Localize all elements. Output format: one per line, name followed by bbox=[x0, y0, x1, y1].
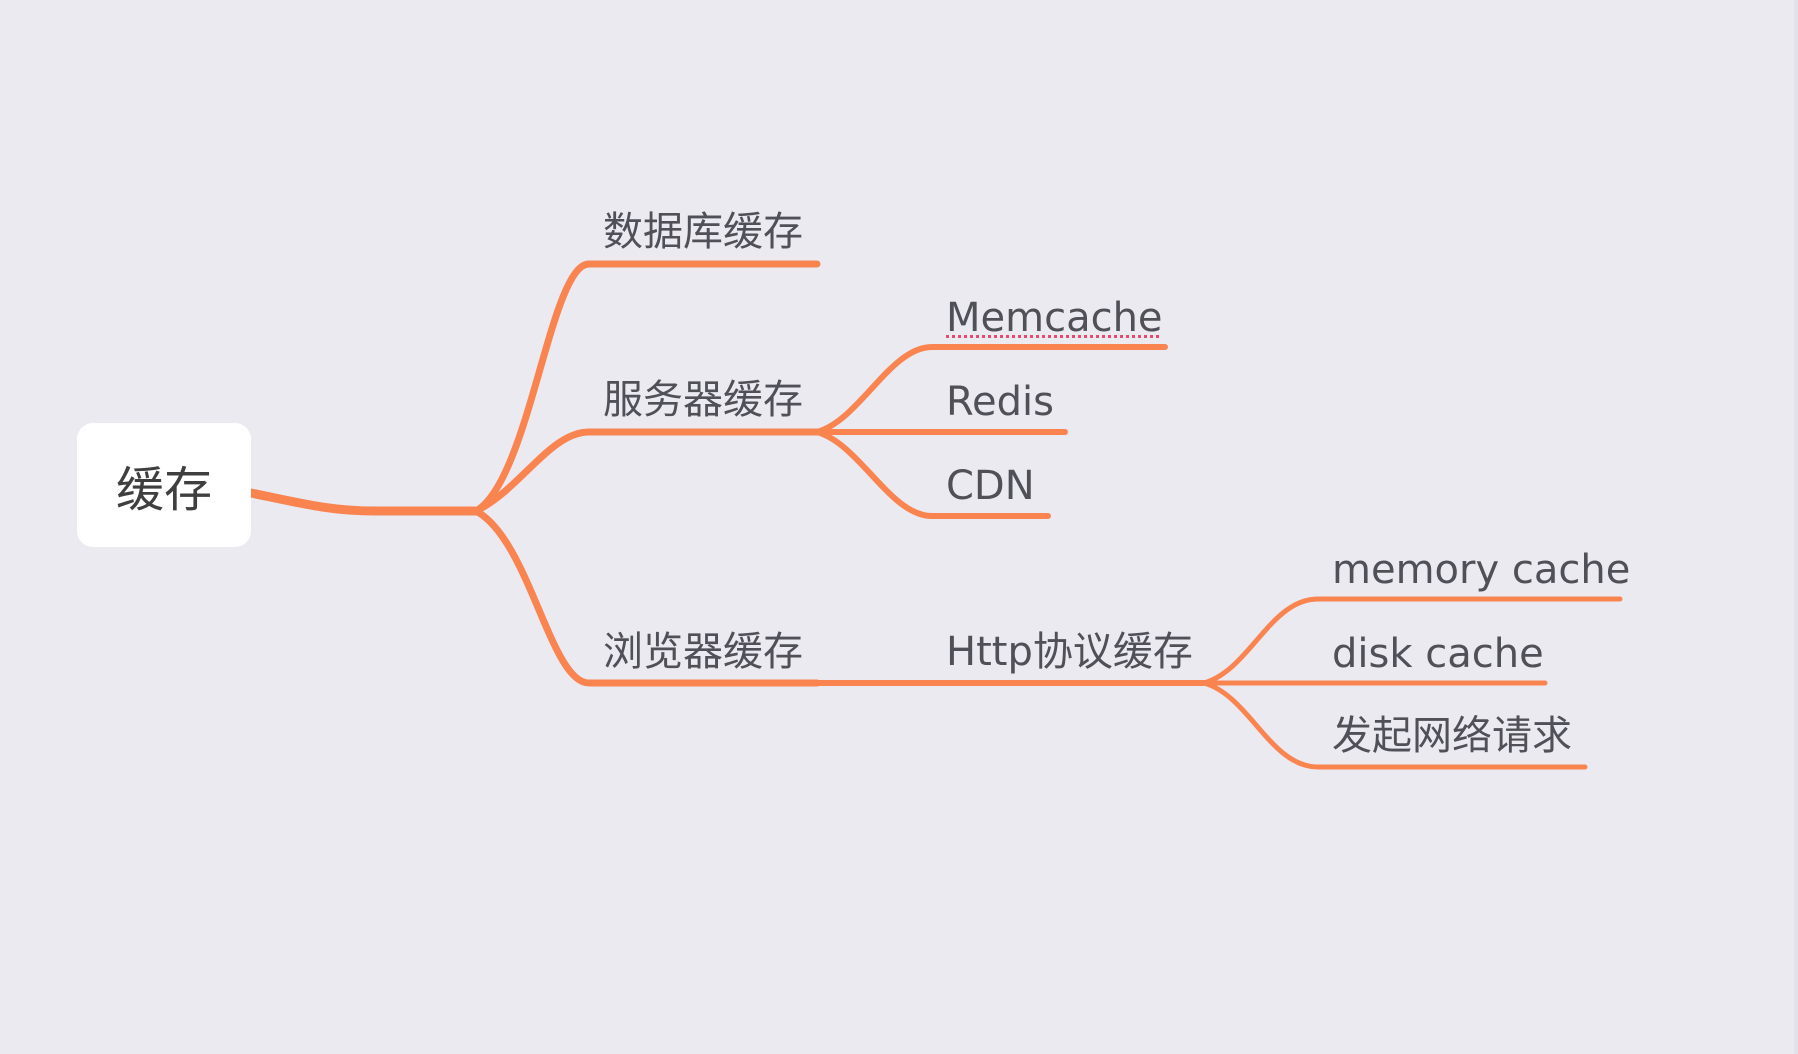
node-memory-cache[interactable]: memory cache bbox=[1332, 547, 1631, 593]
node-cdn[interactable]: CDN bbox=[946, 463, 1035, 509]
connector-network bbox=[1201, 680, 1588, 770]
node-browser-cache[interactable]: 浏览器缓存 bbox=[603, 629, 803, 675]
node-server-cache[interactable]: 服务器缓存 bbox=[603, 377, 803, 423]
connector-memcache bbox=[814, 344, 1168, 435]
connector-db bbox=[472, 260, 821, 515]
connector-root bbox=[246, 488, 481, 516]
connector-memory bbox=[1201, 596, 1623, 686]
connector-server bbox=[472, 428, 821, 515]
node-network-request[interactable]: 发起网络请求 bbox=[1332, 713, 1572, 759]
node-http-cache[interactable]: Http协议缓存 bbox=[946, 629, 1193, 675]
node-database-cache[interactable]: 数据库缓存 bbox=[603, 209, 803, 255]
node-redis[interactable]: Redis bbox=[946, 379, 1054, 425]
connector-cdn bbox=[814, 429, 1051, 519]
root-node-label: 缓存 bbox=[115, 462, 212, 518]
window-edge bbox=[1794, 0, 1798, 1054]
connector-browser bbox=[472, 507, 821, 687]
root-node[interactable]: 缓存 bbox=[77, 423, 251, 547]
node-memcache[interactable]: Memcache bbox=[946, 295, 1163, 341]
node-disk-cache[interactable]: disk cache bbox=[1332, 631, 1544, 677]
